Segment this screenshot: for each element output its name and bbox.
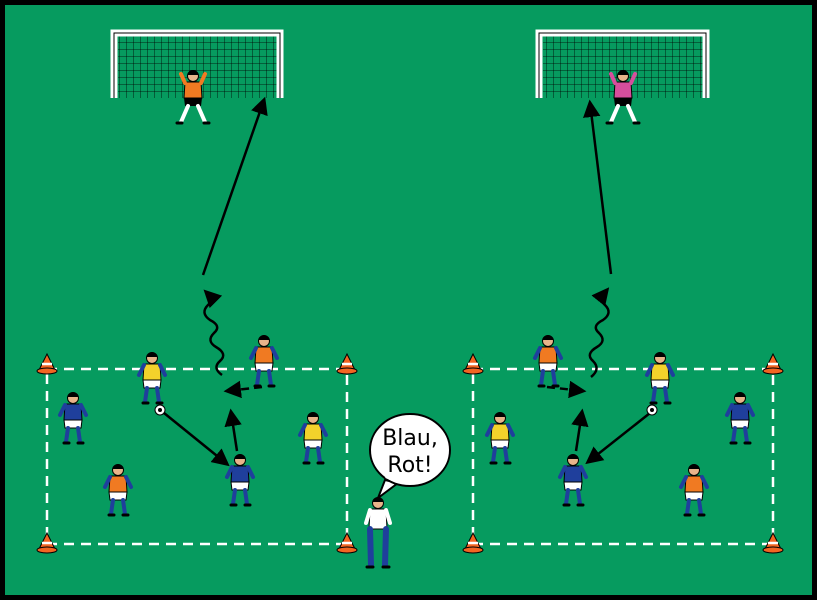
shot-arrow (583, 99, 613, 275)
shot-arrow (201, 96, 268, 276)
goalkeeper-left (175, 70, 211, 125)
goalkeeper-right (605, 70, 641, 125)
coach-icon (364, 497, 392, 569)
pass-arrow (163, 412, 230, 467)
speech-bubble: Blau, Rot! (369, 413, 451, 501)
run-arrow (546, 380, 587, 399)
pitch (5, 5, 812, 595)
pass-arrow (571, 408, 589, 452)
dribble-arrow (588, 287, 610, 378)
speech-line-2: Rot! (387, 453, 432, 478)
pass-arrow (224, 408, 242, 452)
run-arrow (223, 380, 263, 399)
ball-icon (154, 404, 166, 416)
pass-arrow (585, 412, 651, 465)
dribble-arrow (203, 289, 225, 377)
speech-line-1: Blau, (382, 426, 438, 451)
ball-icon (646, 404, 658, 416)
